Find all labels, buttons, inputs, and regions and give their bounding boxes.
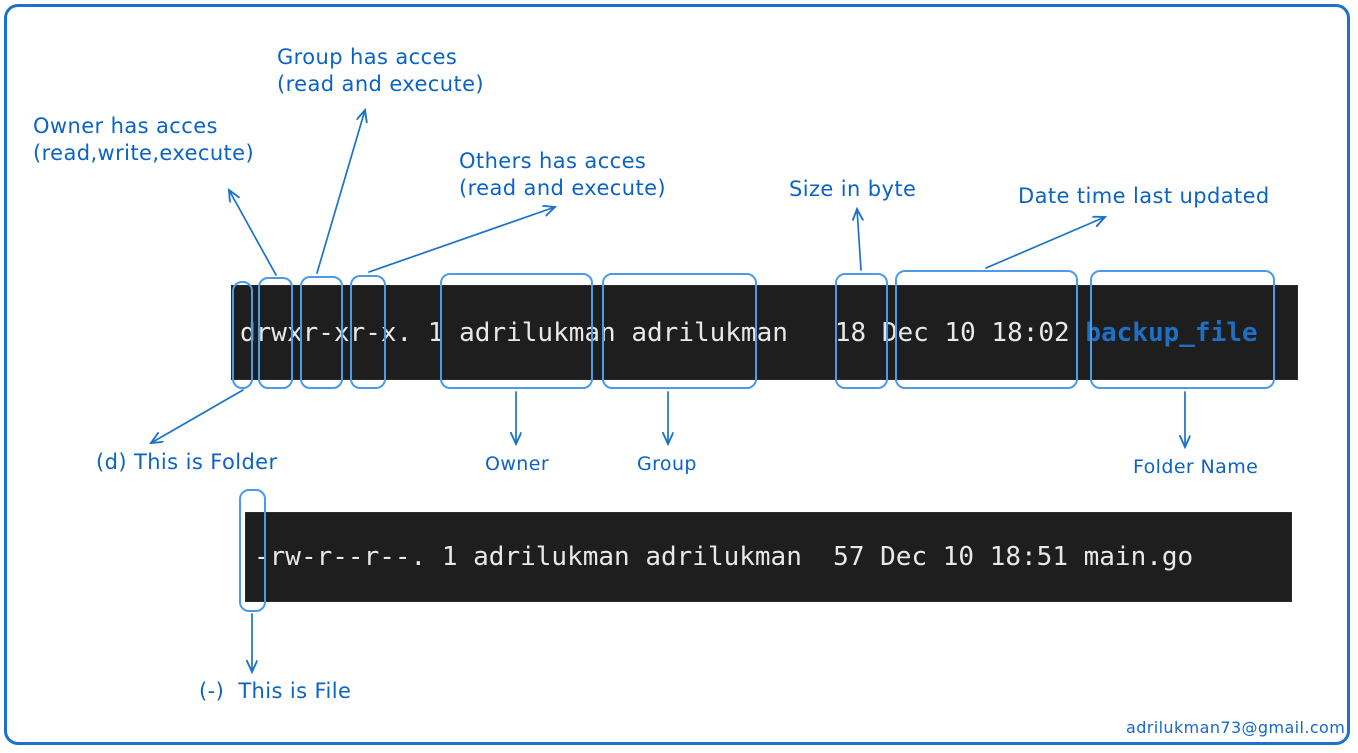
annotation-others-access: Others has acces (read and execute) xyxy=(459,148,666,202)
annotation-group-access-line2: (read and execute) xyxy=(277,72,484,96)
leader-size xyxy=(857,209,861,271)
highlight-box-group-field xyxy=(602,273,757,389)
highlight-box-name-field xyxy=(1090,270,1275,389)
highlight-box-group-perms xyxy=(300,276,343,389)
terminal-line-file: -rw-r--r--. 1 adrilukman adrilukman 57 D… xyxy=(246,513,1291,601)
annotation-owner-access: Owner has acces (read,write,execute) xyxy=(33,113,254,167)
folder-name-text: backup_file xyxy=(1085,317,1258,348)
owner-text: adrilukman xyxy=(459,317,616,348)
highlight-box-file-type-char xyxy=(239,489,266,612)
leader-others-access xyxy=(368,207,555,273)
leader-this-is-folder xyxy=(151,389,244,443)
terminal-line-directory: drwxr-xr-x. 1 adrilukman adrilukman 18 D… xyxy=(232,286,1297,379)
leader-date xyxy=(985,217,1105,269)
annotation-folder-name-label: Folder Name xyxy=(1133,456,1259,478)
annotation-group-label: Group xyxy=(637,453,697,475)
highlight-box-others-perms xyxy=(350,275,386,389)
leader-group-access xyxy=(316,110,365,274)
signature-email: adrilukman73@gmail.com xyxy=(1126,718,1346,737)
file-line-text: -rw-r--r--. 1 adrilukman adrilukman 57 D… xyxy=(254,542,1194,572)
annotation-owner-access-line1: Owner has acces xyxy=(33,114,218,138)
annotation-group-access: Group has acces (read and execute) xyxy=(277,44,484,98)
annotation-date-time: Date time last updated xyxy=(1018,184,1270,208)
perm-prefix-text: drwxr-xr-x. 1 xyxy=(240,317,460,348)
annotation-group-access-line1: Group has acces xyxy=(277,45,458,69)
annotation-others-access-line1: Others has acces xyxy=(459,149,647,173)
annotation-owner-label: Owner xyxy=(485,453,550,475)
annotation-size-in-byte: Size in byte xyxy=(789,177,917,201)
group-text: adrilukman xyxy=(631,317,788,348)
highlight-box-owner-perms xyxy=(258,277,293,389)
gap-2 xyxy=(788,318,835,348)
leader-owner-access xyxy=(229,190,277,276)
size-text: 18 xyxy=(834,317,867,348)
annotation-others-access-line2: (read and execute) xyxy=(459,176,666,200)
highlight-box-size-field xyxy=(835,273,888,389)
highlight-box-owner-field xyxy=(440,273,593,389)
annotation-this-is-file: (-) This is File xyxy=(199,679,352,703)
annotation-owner-access-line2: (read,write,execute) xyxy=(33,141,255,165)
date-text: Dec 10 18:02 xyxy=(881,317,1070,348)
highlight-box-date-field xyxy=(895,270,1078,389)
annotation-this-is-folder: (d) This is Folder xyxy=(96,450,278,474)
highlight-box-type-char xyxy=(232,281,253,389)
